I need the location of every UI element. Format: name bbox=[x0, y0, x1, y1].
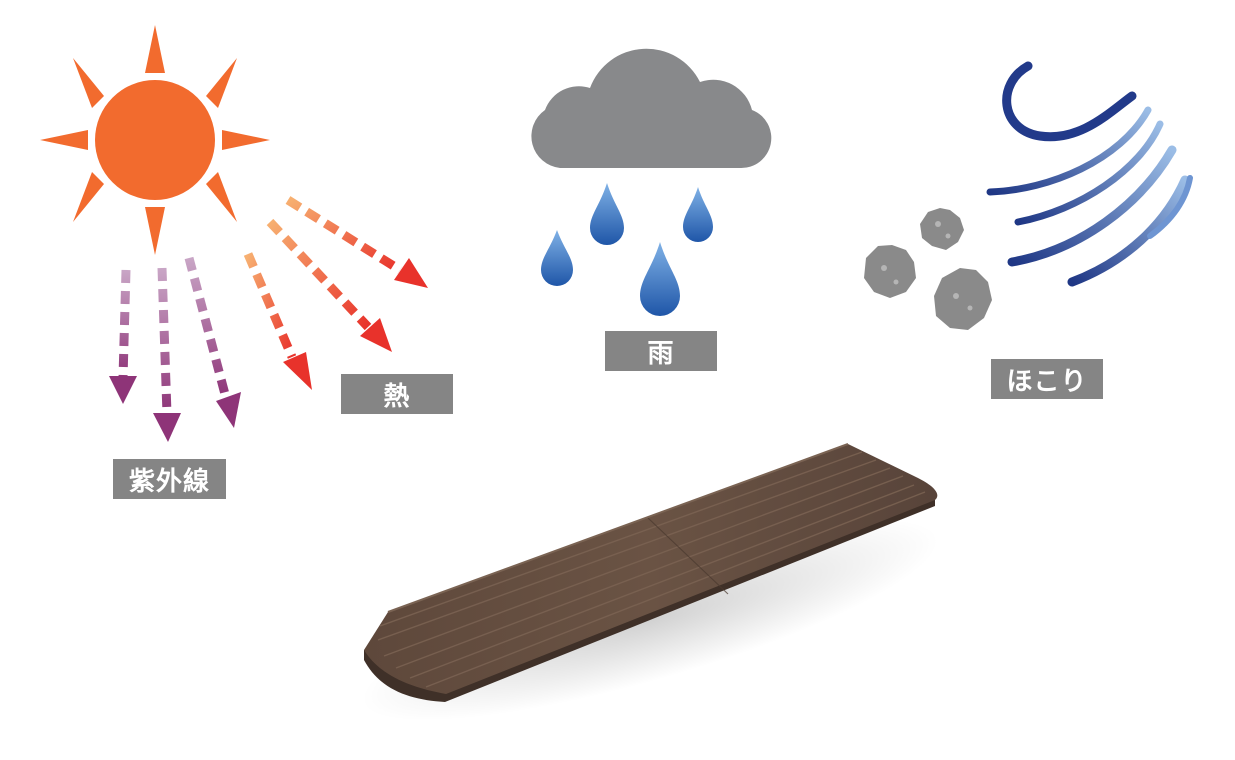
dust-particles bbox=[864, 208, 992, 330]
dust-particle-icon bbox=[934, 268, 992, 330]
raindrop-icon bbox=[590, 183, 624, 245]
sun-icon bbox=[40, 25, 270, 255]
wood-grain-step-ramp bbox=[361, 443, 939, 721]
heat-label: 熱 bbox=[341, 374, 453, 414]
heat-arrows bbox=[243, 196, 428, 390]
raindrop-icon bbox=[640, 242, 680, 316]
dust-particle-icon bbox=[864, 245, 916, 298]
raindrop-icon bbox=[541, 230, 573, 286]
wind-icon bbox=[986, 61, 1193, 287]
heat-arrow-icon bbox=[285, 196, 428, 288]
rain-cloud-icon bbox=[531, 48, 772, 169]
raindrops bbox=[541, 183, 713, 316]
uv-arrows bbox=[109, 256, 241, 442]
dust-particle-icon bbox=[920, 208, 964, 250]
uv-arrow-icon bbox=[153, 267, 181, 442]
uv-label: 紫外線 bbox=[113, 459, 226, 499]
uv-arrow-icon bbox=[184, 256, 241, 428]
raindrop-icon bbox=[683, 187, 713, 242]
rain-label: 雨 bbox=[605, 331, 717, 371]
heat-arrow-icon bbox=[266, 218, 392, 352]
heat-arrow-icon bbox=[243, 252, 312, 390]
dust-label: ほこり bbox=[991, 359, 1103, 399]
uv-arrow-icon bbox=[109, 269, 137, 404]
